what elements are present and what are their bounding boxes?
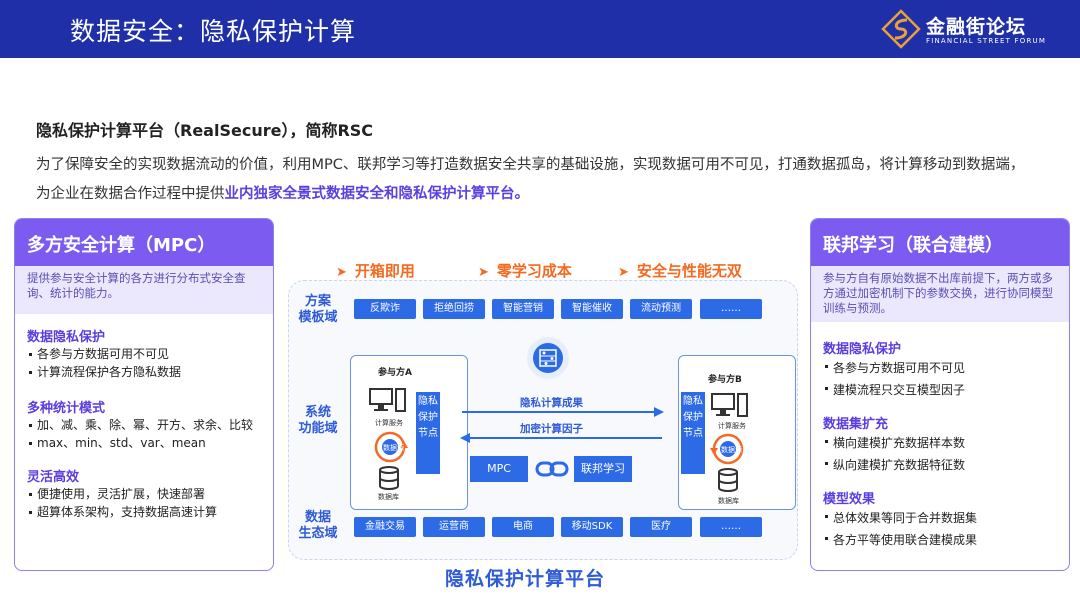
fl-block: 联邦学习 (574, 456, 632, 482)
fl-bullet: 各方平等使用联合建模成果 (823, 529, 1057, 551)
database-label-b: 数据库 (718, 497, 739, 505)
database-icon (379, 466, 399, 490)
eco-pill: …… (700, 517, 762, 537)
mpc-bullet: max、min、std、var、mean (27, 434, 261, 452)
fl-bullet: 各参与方数据可用不可见 (823, 357, 1057, 379)
eco-pill: 电商 (492, 517, 554, 537)
mpc-panel-title: 多方安全计算（MPC） (15, 219, 273, 266)
arrow-left-icon (460, 433, 662, 443)
mpc-panel: 多方安全计算（MPC） 提供参与安全计算的各方进行分布式安全查询、统计的能力。 … (14, 218, 274, 571)
compute-service-label-a: 计算服务 (375, 419, 403, 427)
fl-panel-desc: 参与方自有原始数据不出库前提下，两方或多方通过加密机制下的参数交换，进行协同模型… (811, 266, 1069, 322)
forum-logo-icon (881, 9, 921, 49)
fl-bullet: 建模流程只交互模型因子 (823, 379, 1057, 401)
chevron-right-icon: ➤ (478, 265, 489, 280)
mpc-bullet: 各参与方数据可用不可见 (27, 345, 261, 363)
feature-label: 零学习成本 (496, 262, 572, 280)
mpc-bullet: 计算流程保护各方隐私数据 (27, 363, 261, 381)
mpc-bullet: 加、减、乘、除、幂、开方、求余、比较 (27, 416, 261, 434)
row-label-solution: 方案 模板域 (298, 294, 338, 325)
link-icon (535, 461, 569, 477)
database-icon (718, 468, 738, 492)
page-title: 数据安全：隐私保护计算 (70, 17, 357, 46)
intro-title: 隐私保护计算平台（RealSecure），简称RSC (36, 121, 374, 140)
mpc-bullet: 超算体系架构，支持数据高速计算 (27, 503, 261, 521)
solution-pill: …… (700, 299, 762, 319)
logo-english-name: FINANCIAL STREET FORUM (926, 37, 1047, 45)
privacy-node-a: 隐私保护节点 (416, 392, 440, 474)
fl-bullet: 横向建模扩充数据样本数 (823, 432, 1057, 454)
feature-label: 安全与性能无双 (636, 262, 742, 280)
feature-item: ➤ 开箱即用 (336, 260, 415, 281)
fl-section-title: 数据集扩充 (823, 417, 889, 432)
arrow-right-icon (462, 407, 664, 417)
intro-highlight: 业内独家全景式数据安全和隐私保护计算平台。 (224, 186, 530, 202)
privacy-node-b: 隐私保护节点 (681, 392, 705, 474)
feature-label: 开箱即用 (354, 262, 415, 280)
mpc-panel-desc: 提供参与安全计算的各方进行分布式安全查询、统计的能力。 (15, 266, 273, 314)
platform-title: 隐私保护计算平台 (445, 568, 606, 590)
cycle-icon (710, 433, 744, 465)
eco-pill: 移动SDK (561, 517, 623, 537)
data-source-label-a: 数据源 (383, 444, 404, 452)
solution-pill: 智能营销 (492, 299, 554, 319)
eco-pill: 金融交易 (354, 517, 416, 537)
fl-section-title: 数据隐私保护 (823, 342, 902, 357)
header-bar: 数据安全：隐私保护计算 金融街论坛 FINANCIAL STREET FORUM (0, 0, 1080, 58)
fl-panel: 联邦学习（联合建模） 参与方自有原始数据不出库前提下，两方或多方通过加密机制下的… (810, 218, 1070, 571)
mpc-block: MPC (470, 456, 528, 482)
feature-item: ➤ 零学习成本 (478, 260, 572, 281)
eco-pill: 运营商 (423, 517, 485, 537)
logo-chinese-name: 金融街论坛 (926, 16, 1027, 38)
solution-pill: 反欺诈 (354, 299, 416, 319)
mpc-section-title: 灵活高效 (27, 470, 80, 485)
party-a-box (350, 355, 468, 510)
computer-icon (711, 393, 748, 417)
cycle-icon (374, 431, 408, 463)
mpc-section-title: 数据隐私保护 (27, 330, 106, 345)
chevron-right-icon: ➤ (336, 265, 347, 280)
party-a-label: 参与方A (378, 368, 412, 378)
mpc-section-title: 多种统计模式 (27, 401, 106, 416)
eco-pill: 医疗 (630, 517, 692, 537)
abacus-icon (527, 337, 569, 379)
solution-pill: 流动预测 (630, 299, 692, 319)
database-label-a: 数据库 (378, 493, 399, 501)
fl-section-title: 模型效果 (823, 492, 876, 507)
feature-item: ➤ 安全与性能无双 (618, 260, 742, 281)
data-source-label-b: 数据源 (721, 446, 742, 454)
chevron-right-icon: ➤ (618, 265, 629, 280)
row-label-ecosystem: 数据 生态域 (298, 510, 338, 541)
solution-pill: 智能催收 (561, 299, 623, 319)
computer-icon (369, 388, 406, 412)
flow-result-label: 隐私计算成果 (520, 397, 583, 409)
intro-text: 为了保障安全的实现数据流动的价值，利用MPC、联邦学习等打造数据安全共享的基础设… (36, 157, 1025, 202)
row-label-system: 系统 功能域 (298, 405, 338, 436)
flow-factor-label: 加密计算因子 (520, 423, 583, 435)
intro-paragraph: 为了保障安全的实现数据流动的价值，利用MPC、联邦学习等打造数据安全共享的基础设… (36, 151, 1026, 209)
solution-pill: 拒绝回捞 (423, 299, 485, 319)
fl-bullet: 总体效果等同于合并数据集 (823, 507, 1057, 529)
fl-panel-title: 联邦学习（联合建模） (811, 219, 1069, 266)
mpc-bullet: 便捷使用，灵活扩展，快速部署 (27, 485, 261, 503)
party-b-label: 参与方B (708, 375, 742, 385)
compute-service-label-b: 计算服务 (718, 422, 746, 430)
fl-bullet: 纵向建模扩充数据特征数 (823, 454, 1057, 476)
forum-logo: 金融街论坛 FINANCIAL STREET FORUM (880, 8, 1045, 50)
